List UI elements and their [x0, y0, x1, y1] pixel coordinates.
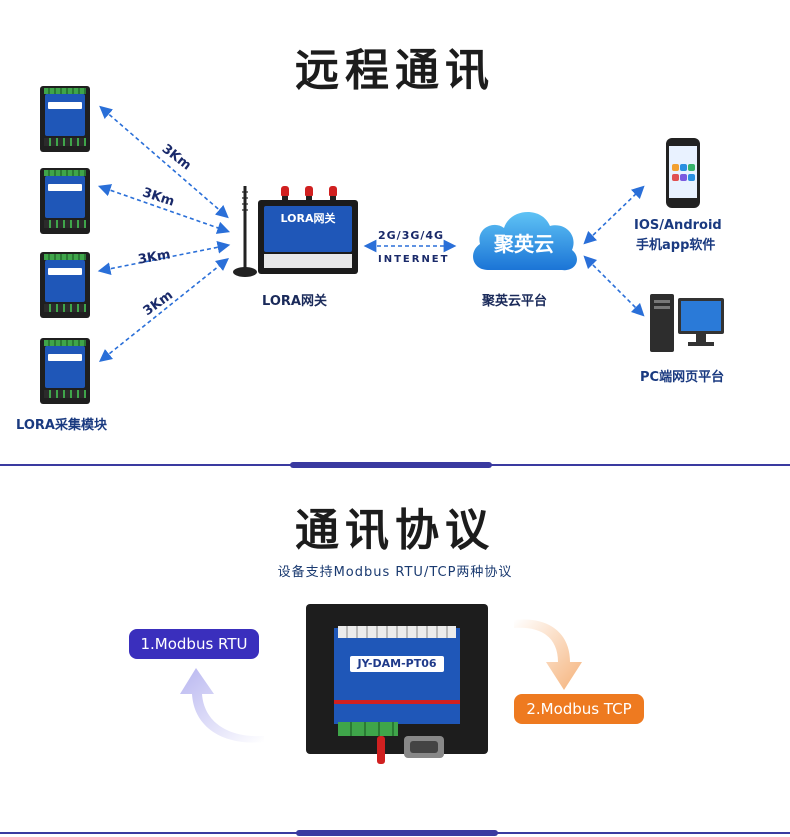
lora-module-3 [40, 252, 90, 318]
pc-platform-label: PC端网页平台 [640, 370, 725, 385]
link-module-3 [97, 240, 231, 276]
antenna-icon [233, 186, 257, 277]
io-device-image: JY-DAM-PT06 [306, 604, 488, 754]
gateway-antenna-1 [281, 186, 289, 206]
internet-label: INTERNET [378, 254, 450, 265]
curved-arrow-left-icon [180, 668, 264, 743]
cloud-name: 聚英云 [494, 232, 554, 256]
network-type-label: 2G/3G/4G [378, 229, 445, 242]
cloud-icon [473, 211, 577, 271]
gateway-antenna-3 [329, 186, 337, 206]
lora-modules-label: LORA采集模块 [16, 418, 107, 433]
connection-lines [97, 105, 645, 362]
app-label-line2: 手机app软件 [636, 238, 716, 253]
serial-port-icon [404, 736, 444, 758]
lora-module-1 [40, 86, 90, 152]
desktop-pc-icon [650, 294, 724, 352]
gateway-label: LORA网关 [262, 294, 327, 309]
lora-gateway-device: LORA网关 [258, 200, 358, 274]
link-module-2 [97, 184, 231, 234]
link-module-4 [99, 258, 229, 362]
protocol-rtu-badge: 1.Modbus RTU [129, 629, 259, 659]
protocol-tcp-badge: 2.Modbus TCP [514, 694, 644, 724]
link-cloud-pc [583, 255, 645, 317]
section-divider-accent [296, 830, 498, 836]
section-title-protocol: 通讯协议 [295, 505, 495, 556]
section-title-remote: 远程通讯 [295, 45, 495, 96]
gateway-antenna-2 [305, 186, 313, 206]
link-module-1 [99, 105, 229, 219]
app-label-line1: IOS/Android [634, 218, 722, 233]
gateway-panel-title: LORA网关 [280, 212, 336, 225]
protocol-subtitle: 设备支持Modbus RTU/TCP两种协议 [277, 565, 513, 580]
link-cloud-phone [583, 185, 645, 245]
device-model-label: JY-DAM-PT06 [350, 656, 444, 672]
lora-module-2 [40, 168, 90, 234]
cloud-platform-label: 聚英云平台 [482, 294, 548, 309]
section-divider-accent [290, 462, 492, 468]
smartphone-icon [666, 138, 700, 208]
device-antenna-icon [377, 736, 385, 764]
curved-arrow-right-icon [514, 619, 582, 690]
lora-module-4 [40, 338, 90, 404]
